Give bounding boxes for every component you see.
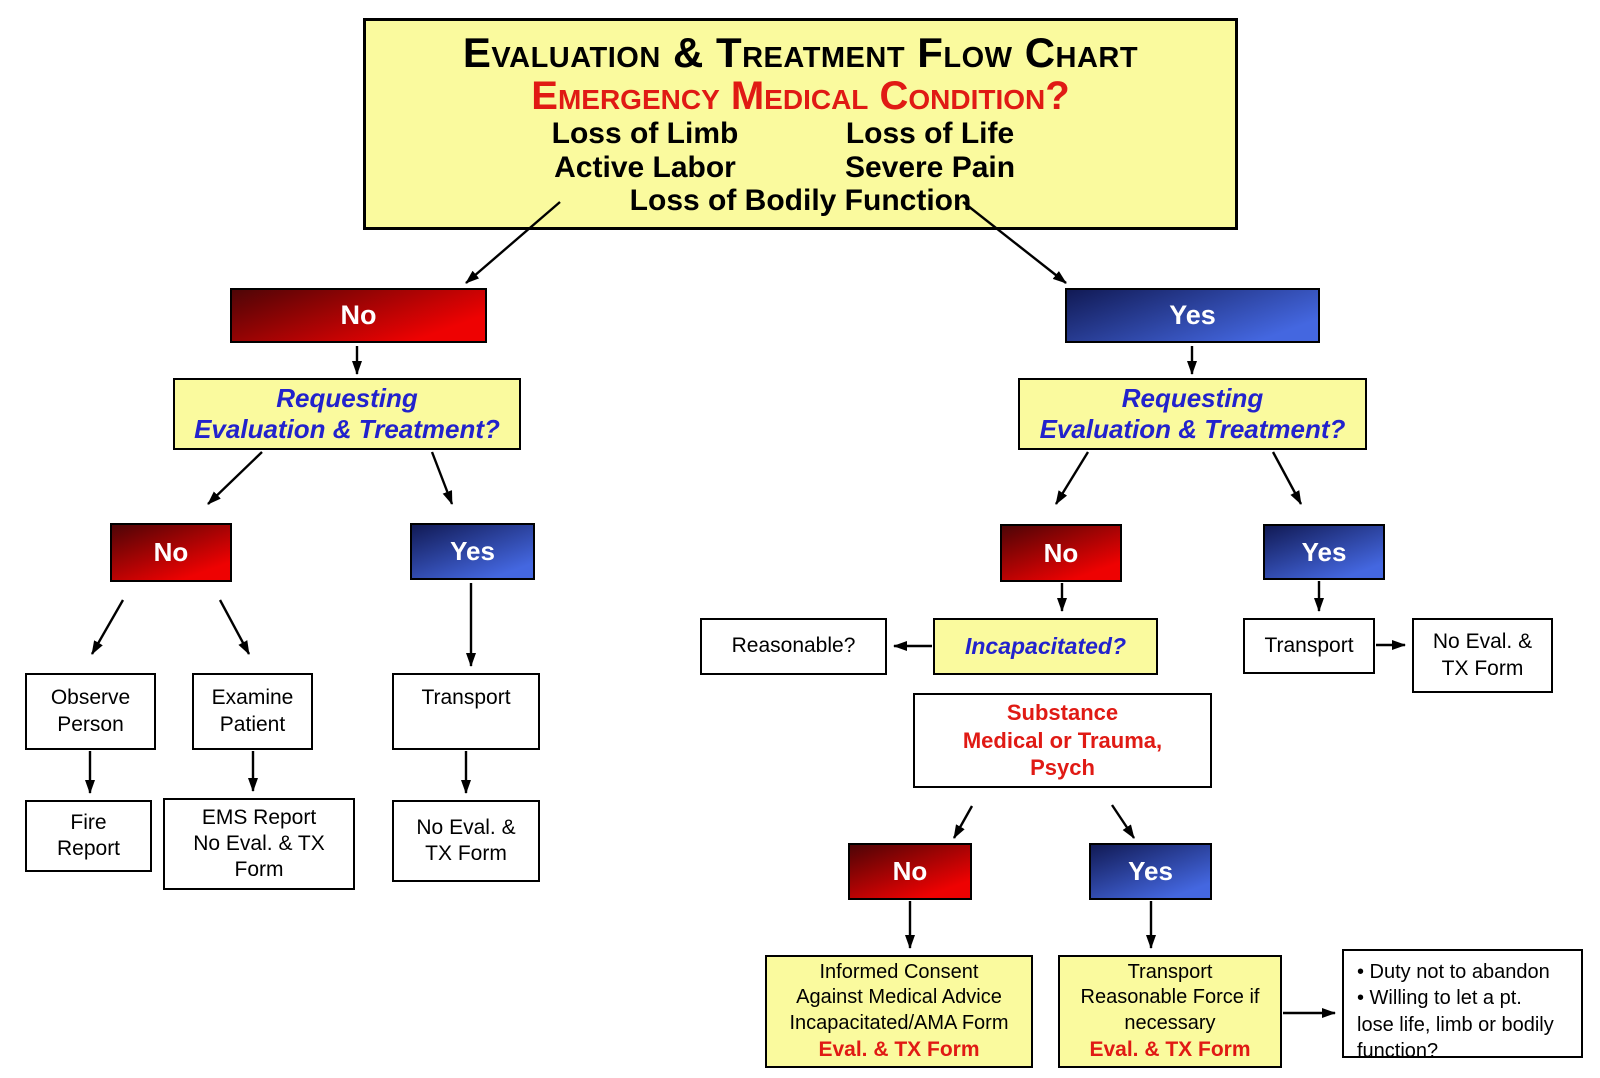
condition-severe-pain: Severe Pain <box>844 150 1016 184</box>
node-informed-consent: Informed Consent Against Medical Advice … <box>765 955 1033 1068</box>
arrow-requesting-right-to-yes <box>1271 451 1303 505</box>
arrow-requesting-right-to-no <box>1054 451 1090 505</box>
title-question: Emergency Medical Condition? <box>531 74 1070 119</box>
node-no-eval-tx-right: No Eval. & TX Form <box>1412 618 1553 693</box>
node-incapacitated: Incapacitated? <box>933 618 1158 675</box>
node-reasonable: Reasonable? <box>700 618 887 675</box>
condition-loss-of-limb: Loss of Limb <box>551 117 739 151</box>
arrow-no-to-observe <box>90 599 125 655</box>
informed-consent-form-label: Eval. & TX Form <box>818 1037 980 1061</box>
requesting-left-label: Requesting Evaluation & Treatment? <box>194 382 500 444</box>
arrow-no-to-examine <box>218 599 251 655</box>
node-examine-patient: Examine Patient <box>192 673 313 750</box>
incapacitated-label: Incapacitated? <box>964 633 1127 660</box>
condition-active-labor: Active Labor <box>554 150 736 184</box>
node-transport-right: Transport <box>1243 618 1375 674</box>
condition-loss-of-bodily-function: Loss of Bodily Function <box>629 184 972 218</box>
requesting-right-label: Requesting Evaluation & Treatment? <box>1039 382 1346 444</box>
node-substance-yes: Yes <box>1089 843 1212 900</box>
node-requesting-left-no: No <box>110 523 232 582</box>
condition-loss-of-life: Loss of Life <box>845 117 1015 151</box>
node-no-eval-tx-left: No Eval. & TX Form <box>392 800 540 882</box>
node-requesting-right-no: No <box>1000 524 1122 582</box>
node-title: Evaluation & Treatment Flow Chart Emerge… <box>363 18 1238 230</box>
node-fire-report: Fire Report <box>25 800 152 872</box>
node-emc-no: No <box>230 288 487 343</box>
node-transport-force: Transport Reasonable Force if necessary … <box>1058 955 1282 1068</box>
arrow-substance-to-no <box>952 805 974 839</box>
node-requesting-right: Requesting Evaluation & Treatment? <box>1018 378 1367 450</box>
node-requesting-right-yes: Yes <box>1263 524 1385 580</box>
arrow-requesting-left-to-no <box>207 451 263 505</box>
node-substance: Substance Medical or Trauma, Psych <box>913 693 1212 788</box>
node-transport-left: Transport <box>392 673 540 750</box>
arrow-substance-to-yes <box>1111 804 1135 839</box>
condition-row-1: Loss of Limb Loss of Life <box>353 117 1222 151</box>
node-observe-person: Observe Person <box>25 673 156 750</box>
node-requesting-left-yes: Yes <box>410 523 535 580</box>
node-requesting-left: Requesting Evaluation & Treatment? <box>173 378 521 450</box>
transport-force-lines: Transport Reasonable Force if necessary <box>1080 960 1260 1034</box>
transport-force-form-label: Eval. & TX Form <box>1089 1037 1251 1061</box>
node-duty-notes: • Duty not to abandon • Willing to let a… <box>1342 949 1583 1062</box>
informed-consent-lines: Informed Consent Against Medical Advice … <box>789 960 1009 1034</box>
arrow-requesting-left-to-yes <box>430 451 454 505</box>
node-emc-yes: Yes <box>1065 288 1320 343</box>
title-heading: Evaluation & Treatment Flow Chart <box>462 29 1139 76</box>
condition-row-2: Active Labor Severe Pain <box>353 151 1222 185</box>
node-substance-no: No <box>848 843 972 900</box>
substance-label: Substance Medical or Trauma, Psych <box>962 700 1163 781</box>
node-ems-report: EMS Report No Eval. & TX Form <box>163 798 355 890</box>
